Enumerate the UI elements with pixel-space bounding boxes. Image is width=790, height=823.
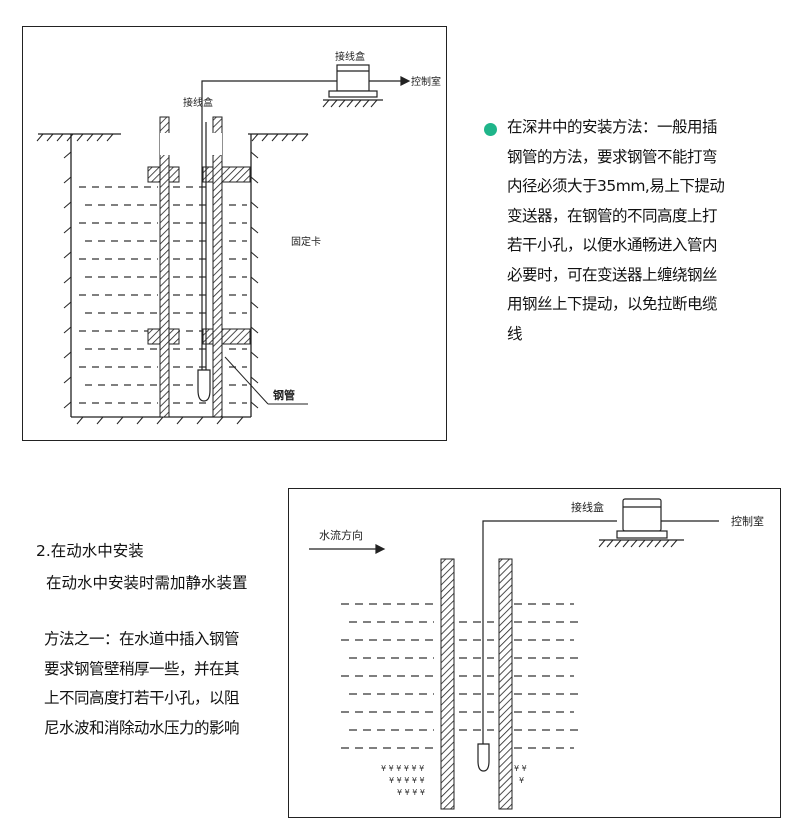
well-wall [63,134,259,425]
ground-surface [36,133,309,142]
steel-pipe [440,558,513,810]
level-transmitter [477,743,490,772]
deep-well-description: 在深井中的安装方法：一般用插 钢管的方法，要求钢管不能打弯 内径必须大于35mm… [507,113,769,349]
text-line: 要求钢管壁稍厚一些，并在其 [44,659,240,678]
level-transmitter [197,369,211,402]
text-line: 线 [507,324,523,343]
clamp-label: 固定卡 [291,235,321,248]
cable [201,80,359,370]
junction-box-label: 接线盒 [571,500,604,514]
deep-well-drawing: 接线盒 控制室 接线盒 固定卡 钢管 [36,50,441,425]
river-bed: ¥ ¥ ¥ ¥ ¥ ¥ ¥ ¥ ¥ ¥ ¥ ¥ ¥ ¥ ¥ ¥ ¥ ¥ [381,764,527,797]
deep-well-diagram: 接线盒 控制室 接线盒 固定卡 钢管 [22,26,447,441]
control-room-label: 控制室 [411,75,441,88]
text-line: 若干小孔，以便水通畅进入管内 [507,236,718,254]
flowing-water-description: 方法之一：在水道中插入钢管 要求钢管壁稍厚一些，并在其 上不同高度打若干小孔，以… [44,625,284,743]
junction-box [598,498,684,548]
svg-text:¥ ¥ ¥ ¥: ¥ ¥ ¥ ¥ [397,788,425,797]
svg-text:¥ ¥: ¥ ¥ [514,764,527,773]
text-line: 上不同高度打若干小孔，以阻 [44,689,240,707]
control-room-label: 控制室 [731,514,764,528]
pipe-junction-box-label: 接线盒 [183,96,213,109]
text-line: 钢管的方法，要求钢管不能打弯 [507,147,718,166]
section-title: 2.在动水中安装 [36,542,144,560]
steel-pipe [159,116,223,418]
section-subtitle: 在动水中安装时需加静水装置 [46,574,248,592]
flowing-water-drawing: ¥ ¥ ¥ ¥ ¥ ¥ ¥ ¥ ¥ ¥ ¥ ¥ ¥ ¥ ¥ ¥ ¥ ¥ [309,498,764,810]
flow-direction-arrow [309,544,386,554]
text-line: 用钢丝上下提动，以免拉断电缆 [507,295,718,313]
steel-pipe-label: 钢管 [273,388,295,402]
text-line: 方法之一：在水道中插入钢管 [44,630,240,648]
junction-box [322,64,383,108]
bullet-icon [484,123,497,136]
flowing-water-diagram: ¥ ¥ ¥ ¥ ¥ ¥ ¥ ¥ ¥ ¥ ¥ ¥ ¥ ¥ ¥ ¥ ¥ ¥ [288,488,781,818]
steel-pipe-leader [224,356,269,405]
water [79,186,247,404]
text-line: 内径必须大于35mm,易上下提动 [507,177,725,195]
text-line: 变送器，在钢管的不同高度上打 [507,206,718,225]
flow-direction-label: 水流方向 [319,528,363,542]
text-line: 尼水波和消除动水压力的影响 [44,718,240,737]
control-room-arrow [368,76,411,86]
cable [482,520,617,744]
junction-box-label: 接线盒 [335,50,365,63]
svg-text:¥: ¥ [519,776,524,785]
water [341,603,579,749]
clamp [147,166,251,345]
svg-text:¥ ¥ ¥ ¥ ¥: ¥ ¥ ¥ ¥ ¥ [389,776,425,785]
svg-text:¥ ¥ ¥ ¥ ¥ ¥: ¥ ¥ ¥ ¥ ¥ ¥ [381,764,424,773]
text-line: 必要时，可在变送器上缠绕钢丝 [507,265,718,284]
text-line: 在深井中的安装方法：一般用插 [507,118,718,136]
